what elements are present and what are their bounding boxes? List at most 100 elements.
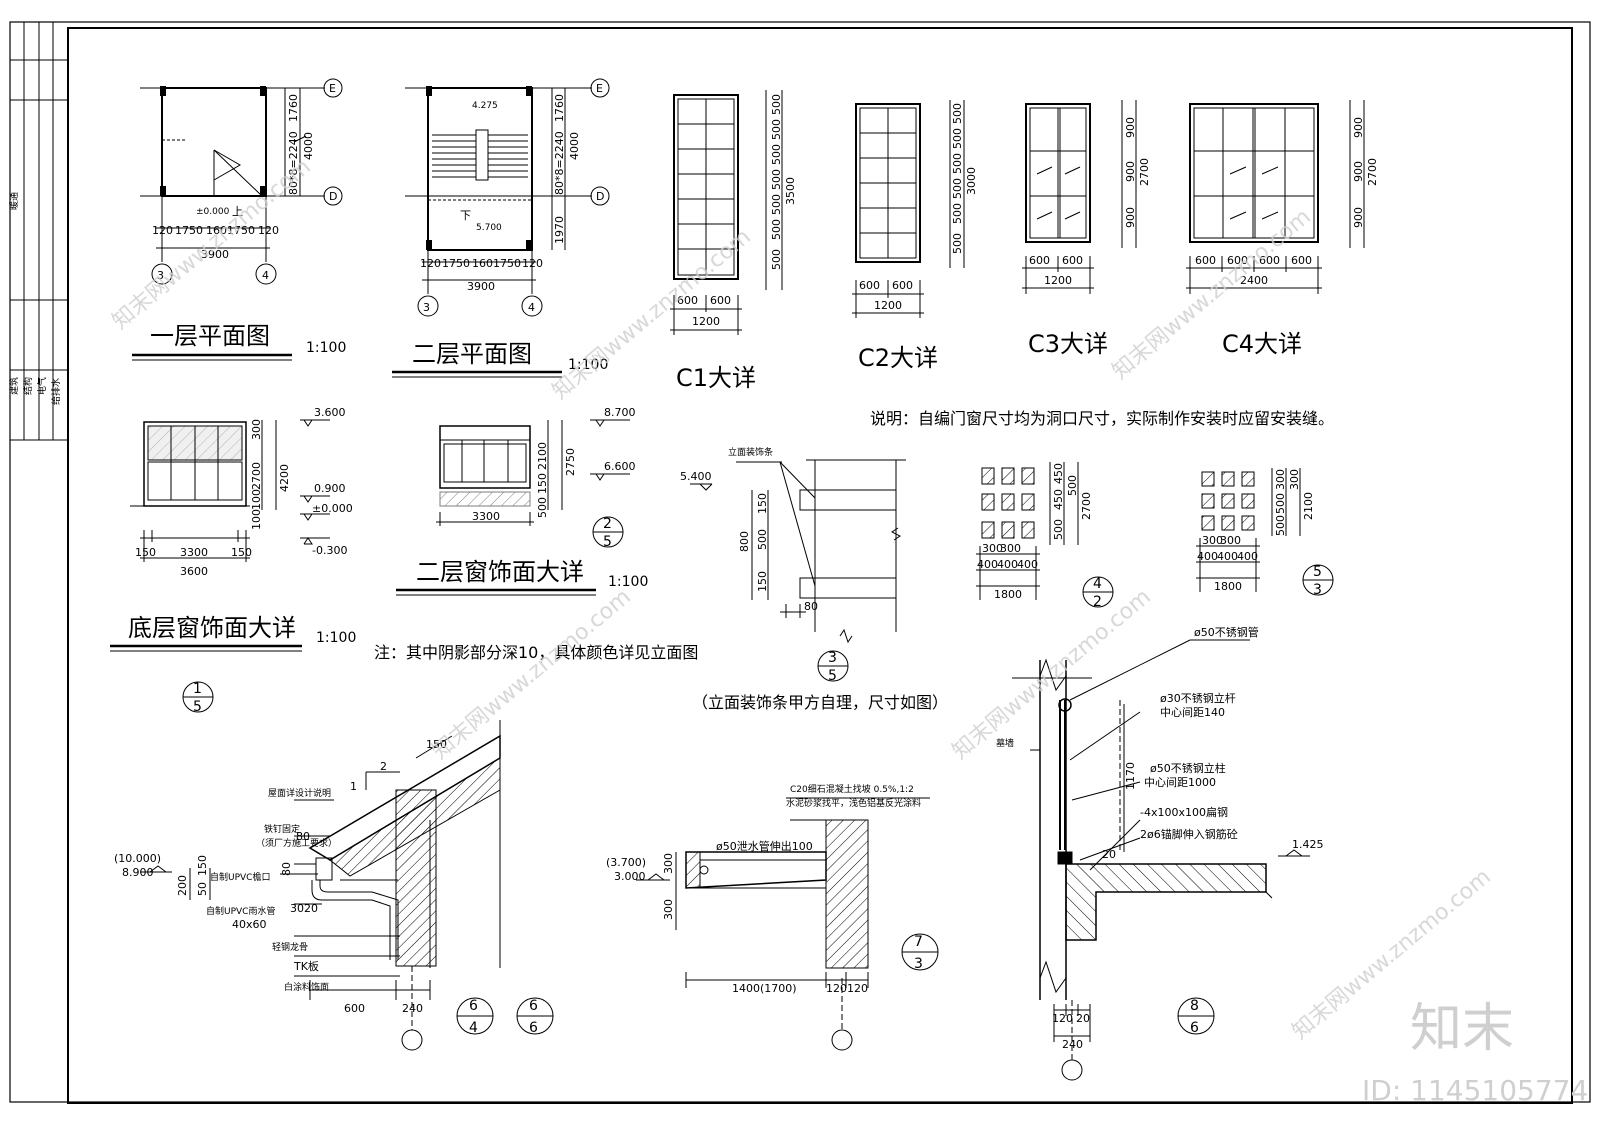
sidebar-label: 建筑 xyxy=(8,377,20,395)
e1-total: 3600 xyxy=(180,565,208,578)
c2-h: 500 xyxy=(951,178,964,199)
d53-w2: 400 xyxy=(1197,550,1218,563)
e2-level: 6.600 xyxy=(604,460,636,473)
d42-w: 300 xyxy=(1000,542,1021,555)
c3-h: 900 xyxy=(1124,207,1137,228)
d42-total: 1800 xyxy=(994,588,1022,601)
d64-label: 自制UPVC雨水管 xyxy=(206,905,275,917)
c1-htotal: 3500 xyxy=(784,177,797,205)
d64-badge: 6 xyxy=(469,998,478,1014)
plan2-rdim: 1760 xyxy=(553,94,566,122)
sidebar-label: 电气 xyxy=(36,377,48,395)
d73-level: (3.700) xyxy=(606,856,646,869)
c2-h: 500 xyxy=(951,128,964,149)
d64-dim: 50 xyxy=(196,882,209,896)
c4-h: 900 xyxy=(1352,207,1365,228)
axis-label: E xyxy=(596,82,603,95)
c2-title: C2大详 xyxy=(858,344,938,372)
detail-6-4 xyxy=(140,720,554,1051)
plan-2 xyxy=(405,78,610,317)
d66-badge: 6 xyxy=(529,998,538,1014)
d86-label: ø50不锈钢立柱 xyxy=(1150,761,1226,775)
c1-h: 500 xyxy=(770,249,783,270)
d64-dim: 80 xyxy=(296,830,310,843)
c4-htotal: 2700 xyxy=(1366,158,1379,186)
plan1-rdim: 80*8=2240 xyxy=(287,131,300,195)
d35-badge-top: 3 xyxy=(828,650,837,666)
c1-h: 500 xyxy=(770,144,783,165)
detail-7-3 xyxy=(636,797,939,1051)
e2-h: 500 xyxy=(536,497,549,518)
detail-8-6 xyxy=(1012,639,1310,1081)
d86-dim: 20 xyxy=(1076,1012,1090,1025)
d64-label: 轻钢龙骨 xyxy=(272,941,308,953)
d64-label: 白涂料饰面 xyxy=(284,981,329,993)
d64-dim: 80 xyxy=(280,862,293,876)
sidebar-label: 结构 xyxy=(22,377,34,395)
d86-label: 中心间距140 xyxy=(1160,706,1225,719)
e1-level: 3.600 xyxy=(314,406,346,419)
plan2-title: 二层平面图 xyxy=(412,340,532,368)
e2-title: 二层窗饰面大详 xyxy=(416,558,584,586)
watermark-logo: 知末 xyxy=(1410,999,1514,1059)
d86-dim: 1170 xyxy=(1124,762,1137,790)
window-c1 xyxy=(670,90,783,335)
e2-h: 2100 xyxy=(536,442,549,470)
d35-dim: 150 xyxy=(756,493,769,514)
d64-label: 40x60 xyxy=(232,918,267,931)
axis-label: D xyxy=(329,190,337,203)
e2-badge-top: 2 xyxy=(603,516,612,532)
main-note: 说明：自编门窗尺寸均为洞口尺寸，实际制作安装时应留安装缝。 xyxy=(870,409,1334,428)
c1-h: 500 xyxy=(770,94,783,115)
plan1-dim: 160 xyxy=(206,224,227,237)
watermark-id: ID: 1145105774 xyxy=(1362,1074,1588,1107)
d64-dim: 600 xyxy=(344,1002,365,1015)
sidebar-label: 给排水 xyxy=(50,378,62,405)
d86-level: 1.425 xyxy=(1292,838,1324,851)
inner-frame xyxy=(67,27,1573,1104)
e1-title: 底层窗饰面大详 xyxy=(128,614,296,642)
d86-label: -4x100x100扁钢 xyxy=(1140,806,1228,819)
e1-htotal: 4200 xyxy=(278,464,291,492)
d53-h: 300 xyxy=(1288,469,1301,490)
plan2-down: 下 xyxy=(460,209,471,222)
d64-dim: 200 xyxy=(176,875,189,896)
d42-h: 450 xyxy=(1052,463,1065,484)
d64-label: 铁钉固定 xyxy=(264,823,300,835)
d64-badge: 4 xyxy=(469,1020,478,1036)
e2-scale: 1:100 xyxy=(608,574,648,590)
d73-dim: 300 xyxy=(662,899,675,920)
title-strip xyxy=(10,22,68,441)
e2-level: 8.700 xyxy=(604,406,636,419)
e1-level: 0.900 xyxy=(314,482,346,495)
d53-total: 1800 xyxy=(1214,580,1242,593)
detail-5-3 xyxy=(1196,468,1334,596)
plan2-dim: 120 xyxy=(522,257,543,270)
plan2-rdim: 80*8=2240 xyxy=(553,131,566,195)
c1-title: C1大详 xyxy=(676,364,756,392)
c3-h: 900 xyxy=(1124,117,1137,138)
d42-htotal: 2700 xyxy=(1080,492,1093,520)
d64-dim: 20 xyxy=(304,902,318,915)
d64-level: (10.000) xyxy=(114,852,161,865)
e1-scale: 1:100 xyxy=(316,630,356,646)
d53-h: 500 xyxy=(1274,493,1287,514)
axis-label: 3 xyxy=(157,269,164,282)
d53-h: 300 xyxy=(1274,469,1287,490)
plan1-dim: 1750 xyxy=(227,224,255,237)
e2-w: 3300 xyxy=(472,510,500,523)
d53-htotal: 2100 xyxy=(1302,492,1315,520)
d64-level: 8.900 xyxy=(122,866,154,879)
d64-label: 屋面详设计说明 xyxy=(268,787,331,799)
c1-h: 500 xyxy=(770,194,783,215)
window-c3 xyxy=(1022,100,1137,294)
d42-w2: 400 xyxy=(997,558,1018,571)
d86-badge-bot: 6 xyxy=(1190,1020,1199,1036)
c4-h: 900 xyxy=(1352,161,1365,182)
e1-w: 150 xyxy=(231,546,252,559)
d53-h: 500 xyxy=(1274,515,1287,536)
d35-note: （立面装饰条甲方自理，尺寸如图） xyxy=(692,693,948,712)
d86-label: 墓墙 xyxy=(996,737,1014,749)
plan1-up: 上 xyxy=(232,205,243,218)
elevation-1 xyxy=(130,419,330,713)
